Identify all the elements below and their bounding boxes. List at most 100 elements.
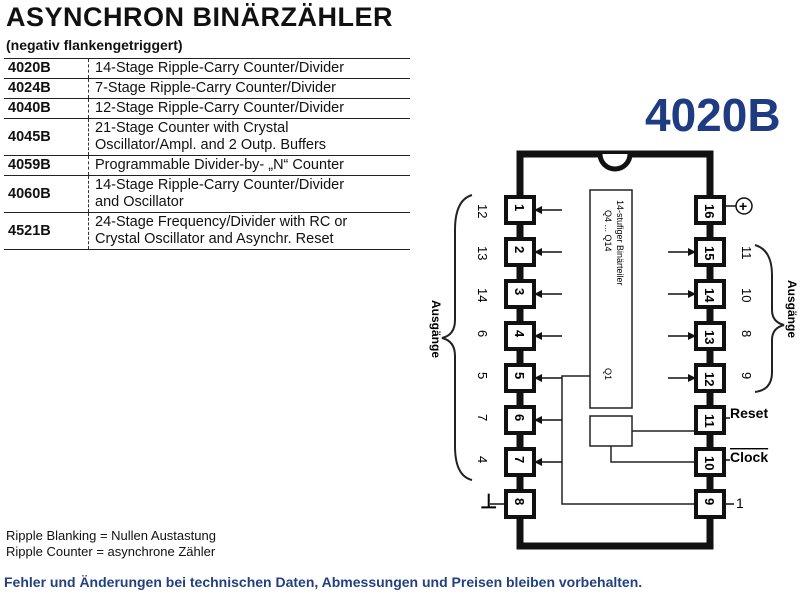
ic-code: 4024B	[4, 78, 89, 99]
description-line: 24-Stage Frequency/Divider with RC or	[95, 214, 348, 230]
vdd-plus: +	[739, 198, 747, 214]
pin-box	[694, 489, 726, 519]
pin-number: 10	[702, 456, 717, 470]
clock-label: Clock	[730, 449, 768, 465]
pin-box	[694, 405, 726, 435]
ic-code: 4045B	[4, 118, 89, 156]
output-bit-label: 12	[475, 204, 490, 218]
notes: Ripple Blanking = Nullen Austastung Ripp…	[6, 528, 216, 560]
ic-code: 4521B	[4, 212, 89, 250]
output-arrowhead	[688, 290, 696, 298]
left-output-bracket	[441, 194, 473, 481]
description-line: and Oscillator	[95, 194, 184, 210]
description-line: 12-Stage Ripple-Carry Counter/Divider	[95, 100, 345, 116]
description-line: Oscillator/Ampl. and 2 Outp. Buffers	[95, 137, 327, 153]
ic-code: 4059B	[4, 155, 89, 176]
left-outputs-label: Ausgänge	[429, 300, 443, 358]
output-bit-label: 13	[475, 246, 490, 260]
description-line: 14-Stage Ripple-Carry Counter/Divider	[95, 177, 345, 193]
description-line: 7-Stage Ripple-Carry Counter/Divider	[95, 80, 336, 96]
output-arrowhead	[534, 248, 542, 256]
pin-number: 7	[512, 456, 527, 463]
output-arrowhead	[534, 332, 542, 340]
pin-number: 4	[512, 330, 527, 338]
pin-number: 8	[512, 498, 527, 505]
ic-description: 14-Stage Ripple-Carry Counter/Divider	[88, 58, 410, 79]
pin-number: 16	[702, 204, 717, 218]
output-bit-label: 10	[739, 288, 754, 302]
output-arrowhead	[534, 416, 542, 424]
internal-wiring	[561, 375, 700, 505]
right-output-bracket	[754, 244, 785, 393]
ic-description: Programmable Divider-by- „N“ Counter	[88, 155, 410, 176]
output-bit-label: 9	[739, 372, 754, 379]
output-bit-label: 6	[475, 330, 490, 337]
right-outputs-label: Ausgänge	[785, 280, 799, 338]
output-bit-label: 5	[475, 372, 490, 379]
footer-disclaimer: Fehler und Änderungen bei technischen Da…	[4, 574, 643, 590]
pin-number: 11	[702, 414, 717, 428]
output-arrowhead	[688, 248, 696, 256]
counter-block-label: 14-stufiger Binärteiler	[615, 200, 625, 286]
output-arrowhead	[534, 206, 542, 214]
pin-number: 2	[512, 246, 527, 253]
table-row: 4024B 7-Stage Ripple-Carry Counter/Divide…	[4, 78, 410, 99]
output-arrowhead	[688, 374, 696, 382]
pinout-diagram: 14-stufiger Binärteiler Q4 ... Q14 Q1 12…	[429, 150, 799, 550]
pin-box	[694, 321, 726, 351]
pin-number: 13	[702, 330, 717, 344]
pin-box	[504, 321, 536, 351]
ic-code: 4060B	[4, 175, 89, 213]
output-arrowhead	[534, 374, 542, 382]
output-bit-label: 4	[475, 456, 490, 463]
pin-number: 15	[702, 246, 717, 260]
pin-number: 12	[702, 372, 717, 386]
pin-box	[504, 195, 536, 225]
chip-notch	[597, 153, 633, 172]
output-arrowhead	[688, 332, 696, 340]
pin-number: 3	[512, 288, 527, 295]
chip-name: 4020B	[645, 89, 781, 141]
counter-q1-label: Q1	[603, 368, 613, 380]
table-row: 4040B 12-Stage Ripple-Carry Counter/Divid…	[4, 98, 410, 119]
pin-box	[694, 195, 726, 225]
ic-description: 7-Stage Ripple-Carry Counter/Divider	[88, 78, 410, 99]
output-bit-label: 14	[475, 288, 490, 302]
note-ripple-blanking: Ripple Blanking = Nullen Austastung	[6, 528, 216, 543]
vdd-symbol	[735, 197, 753, 215]
page-subtitle: (negativ flankengetriggert)	[6, 37, 183, 53]
description-line: Programmable Divider-by- „N“ Counter	[95, 157, 344, 173]
pin-number: 6	[512, 414, 527, 421]
output-bit-label: 7	[475, 414, 490, 421]
output-arrowhead	[534, 458, 542, 466]
pin-number: 1	[512, 204, 527, 211]
description-line: 21-Stage Counter with Crystal	[95, 120, 289, 136]
pin-number: 9	[702, 498, 717, 505]
counter-block-outputs: Q4 ... Q14	[603, 210, 613, 252]
note-ripple-counter: Ripple Counter = asynchrone Zähler	[6, 544, 216, 559]
pin-number: 14	[702, 288, 717, 303]
pin-box	[504, 279, 536, 309]
description-line: Crystal Oscillator and Asynchr. Reset	[95, 231, 334, 247]
ic-code: 4020B	[4, 58, 89, 79]
page-title: ASYNCHRON BINÄRZÄHLER	[6, 2, 393, 32]
output-arrowhead	[534, 290, 542, 298]
pin-box	[694, 447, 726, 477]
control-block	[589, 415, 633, 447]
gnd-symbol: ⊥	[480, 491, 497, 513]
output-bit-label: 8	[739, 330, 754, 337]
output-bit-label: 11	[739, 246, 754, 260]
pin9-symbol: 1	[736, 495, 744, 511]
table-row: 4059B Programmable Divider-by- „N“ Counte…	[4, 155, 410, 176]
ic-code: 4040B	[4, 98, 89, 119]
counter-block	[589, 189, 633, 409]
pin-number: 5	[512, 372, 527, 379]
